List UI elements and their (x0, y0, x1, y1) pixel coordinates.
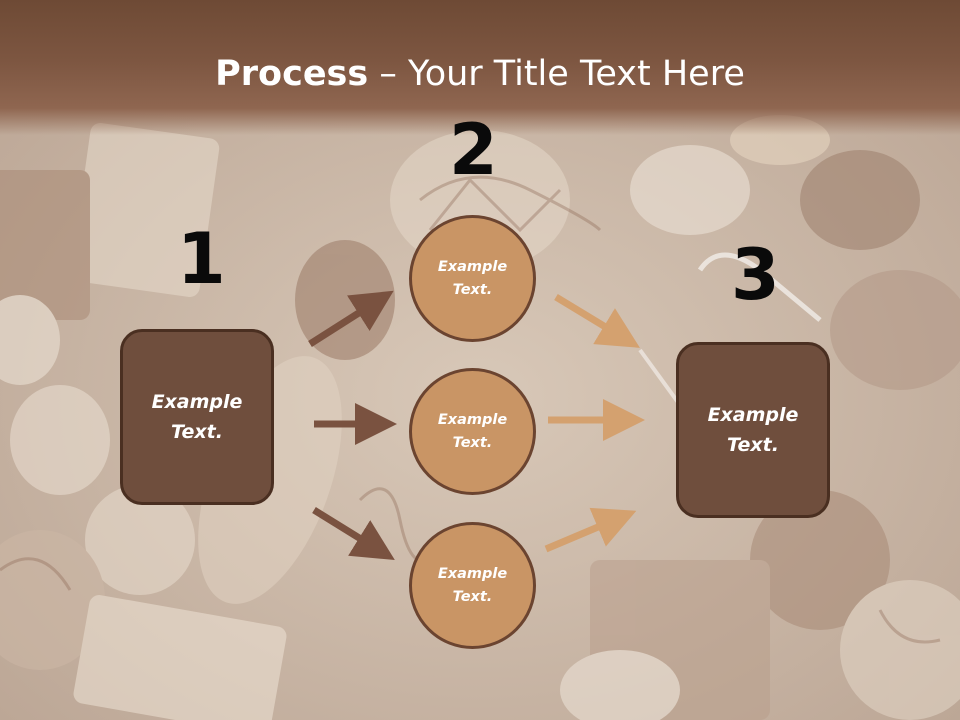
circle-middle-line1: Example (437, 411, 508, 428)
circle-bottom-line2: Text. (452, 588, 493, 605)
arrow-bottom-to-3 (544, 507, 637, 553)
step-3-line2: Text. (727, 434, 779, 456)
arrow-1-to-top (308, 290, 394, 347)
step-number-2: 2 (449, 109, 498, 191)
step-number-1: 1 (177, 218, 226, 300)
circle-top-line1: Example (437, 258, 508, 275)
step-1-line1: Example (151, 391, 243, 413)
step-3-line1: Example (707, 404, 799, 426)
arrow-top-to-3 (554, 294, 640, 348)
title-rest: – Your Title Text Here (368, 54, 745, 94)
arrow-1-to-bottom (312, 507, 395, 561)
circle-top-line2: Text. (452, 281, 493, 298)
step-1-line2: Text. (171, 421, 223, 443)
title-bold: Process (215, 54, 369, 94)
circle-bottom-line1: Example (437, 565, 508, 582)
page-title: Process – Your Title Text Here (0, 52, 960, 96)
circle-middle-line2: Text. (452, 434, 493, 451)
step-number-3: 3 (731, 234, 780, 316)
title-band (0, 0, 960, 135)
